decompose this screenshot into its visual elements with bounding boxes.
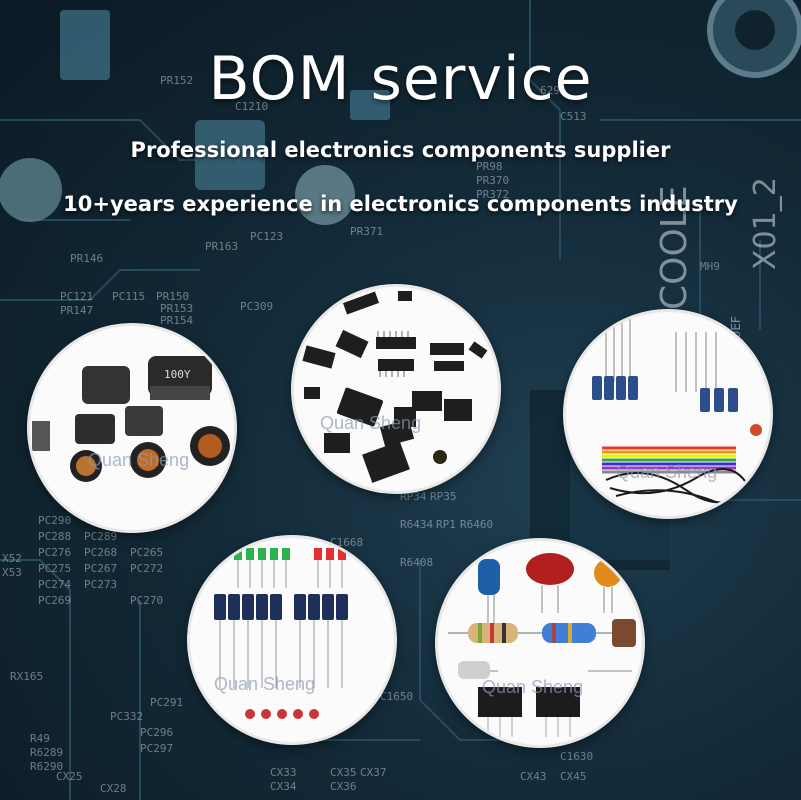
svg-text:PC289: PC289 (84, 530, 117, 543)
svg-text:PC268: PC268 (84, 546, 117, 559)
svg-text:RP34: RP34 (400, 490, 427, 503)
svg-text:R6460: R6460 (460, 518, 493, 531)
ic-chip-icon: Quan Sheng (302, 291, 488, 483)
watermark: Quan Sheng (214, 674, 315, 694)
svg-text:PR154: PR154 (160, 314, 193, 327)
tagline-supplier: Professional electronics components supp… (130, 138, 671, 162)
svg-text:PC309: PC309 (240, 300, 273, 313)
svg-text:CX35: CX35 (330, 766, 357, 779)
svg-text:CX33: CX33 (270, 766, 297, 779)
svg-text:CX45: CX45 (560, 770, 587, 783)
svg-text:PC270: PC270 (130, 594, 163, 607)
inductor-icon: 100Y Quan Sheng (32, 356, 230, 482)
svg-text:C1668: C1668 (330, 536, 363, 549)
svg-text:X53: X53 (2, 566, 22, 579)
watermark: Quan Sheng (616, 462, 717, 482)
svg-text:PC276: PC276 (38, 546, 71, 559)
svg-text:PC272: PC272 (130, 562, 163, 575)
svg-text:PC265: PC265 (130, 546, 163, 559)
svg-text:PC291: PC291 (150, 696, 183, 709)
svg-text:PR146: PR146 (70, 252, 103, 265)
svg-text:CX28: CX28 (100, 782, 127, 795)
svg-text:PR150: PR150 (156, 290, 189, 303)
led-icon: Quan Sheng (214, 548, 348, 719)
svg-text:PC115: PC115 (112, 290, 145, 303)
svg-text:PR152: PR152 (160, 74, 193, 87)
svg-text:PC267: PC267 (84, 562, 117, 575)
svg-text:CX43: CX43 (520, 770, 547, 783)
svg-text:PR98: PR98 (476, 160, 503, 173)
leds-capacitors-circle: Quan Sheng (190, 538, 394, 742)
svg-text:6296: 6296 (540, 84, 567, 97)
ic-chips-circle: Quan Sheng (294, 287, 498, 491)
svg-text:PR370: PR370 (476, 174, 509, 187)
capacitors-wires-circle: Quan Sheng (566, 312, 770, 516)
svg-text:C1650: C1650 (380, 690, 413, 703)
svg-text:C1210: C1210 (235, 100, 268, 113)
watermark: Quan Sheng (88, 450, 189, 470)
svg-text:RX165: RX165 (10, 670, 43, 683)
svg-text:PC288: PC288 (38, 530, 71, 543)
svg-text:R6434: R6434 (400, 518, 433, 531)
svg-text:CX36: CX36 (330, 780, 357, 793)
svg-text:PR372: PR372 (476, 188, 509, 201)
svg-text:PR153: PR153 (160, 302, 193, 315)
resistors-regulators-circle: Quan Sheng (438, 541, 642, 745)
svg-text:PC275: PC275 (38, 562, 71, 575)
svg-text:PC121: PC121 (60, 290, 93, 303)
svg-text:COOLE: COOLE (654, 185, 695, 310)
svg-text:X52: X52 (2, 552, 22, 565)
svg-text:R49: R49 (30, 732, 50, 745)
svg-text:RP1: RP1 (436, 518, 456, 531)
svg-text:PC274: PC274 (38, 578, 71, 591)
svg-text:RP35: RP35 (430, 490, 457, 503)
svg-text:CX34: CX34 (270, 780, 297, 793)
tagline-experience: 10+years experience in electronics compo… (63, 192, 738, 216)
svg-text:PC297: PC297 (140, 742, 173, 755)
svg-text:X01_2: X01_2 (748, 177, 783, 270)
svg-text:PR371: PR371 (350, 225, 383, 238)
inductors-circle: 100Y Quan Sheng (30, 326, 234, 530)
svg-text:PR147: PR147 (60, 304, 93, 317)
svg-text:PC332: PC332 (110, 710, 143, 723)
svg-text:C1630: C1630 (560, 750, 593, 763)
svg-text:PC269: PC269 (38, 594, 71, 607)
svg-text:100Y: 100Y (164, 368, 191, 381)
svg-text:PC123: PC123 (250, 230, 283, 243)
svg-text:C513: C513 (560, 110, 587, 123)
svg-text:R6408: R6408 (400, 556, 433, 569)
svg-text:PC296: PC296 (140, 726, 173, 739)
svg-text:R6290: R6290 (30, 760, 63, 773)
svg-text:PR163: PR163 (205, 240, 238, 253)
resistor-icon: Quan Sheng (448, 553, 636, 737)
headline: BOM service (208, 44, 593, 114)
watermark: Quan Sheng (320, 413, 421, 433)
svg-text:CX37: CX37 (360, 766, 387, 779)
svg-text:PC290: PC290 (38, 514, 71, 527)
watermark: Quan Sheng (482, 677, 583, 697)
svg-text:MH9: MH9 (700, 260, 720, 273)
svg-text:PC273: PC273 (84, 578, 117, 591)
jumper-wire-icon: Quan Sheng (592, 312, 762, 504)
svg-text:R6289: R6289 (30, 746, 63, 759)
svg-text:CX25: CX25 (56, 770, 83, 783)
